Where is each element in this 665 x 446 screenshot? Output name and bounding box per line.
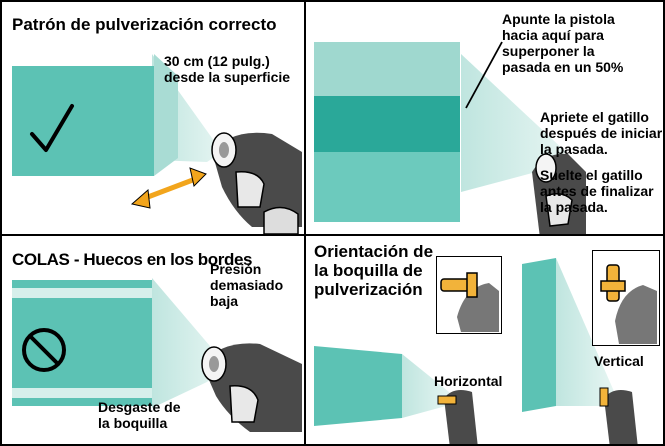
vertical-tip-icon <box>600 264 657 344</box>
trigger-end-line-2: antes de finalizar <box>540 183 654 199</box>
pressure-line-2: demasiado <box>210 277 284 293</box>
trigger-end-line-3: la pasada. <box>540 199 608 215</box>
panel-orientation: Orientación de la boquilla de pulverizac… <box>304 234 665 446</box>
panel-title: COLAS - Huecos en los bordes <box>12 250 253 269</box>
aim-line-2: hacia aquí para <box>502 27 604 43</box>
trigger-start-line-2: después de iniciar <box>540 125 663 141</box>
spray-gun-icon <box>532 153 586 234</box>
aim-line-3: superponer la <box>502 43 595 59</box>
pressure-line-3: baja <box>210 293 239 309</box>
vertical-label: Vertical <box>594 353 644 369</box>
orientation-title-line-3: pulverización <box>314 280 423 299</box>
trigger-start-line-1: Apriete el gatillo <box>540 109 649 125</box>
tails-illustration <box>12 278 302 432</box>
correct-pattern-illustration <box>12 54 302 234</box>
trigger-start-line-3: la pasada. <box>540 141 608 157</box>
panel-correct-pattern: Patrón de pulverización correcto 30 cm (… <box>0 0 306 236</box>
orientation-title-line-1: Orientación de <box>314 242 434 261</box>
overlap-illustration <box>314 41 586 234</box>
horizontal-label: Horizontal <box>434 373 503 389</box>
distance-line-2: desde la superficie <box>164 69 291 85</box>
spray-pattern <box>12 280 152 406</box>
orientation-illustration <box>314 258 638 444</box>
spray-pattern <box>12 66 154 176</box>
panel-tails: COLAS - Huecos en los bordes Presión dem… <box>0 234 306 446</box>
spray-gun-icon-vertical <box>599 387 638 444</box>
aim-line-1: Apunte la pistola <box>502 11 615 27</box>
aim-line-4: pasada en un 50% <box>502 59 624 75</box>
vertical-spray-mist <box>556 258 616 406</box>
spray-pattern-lower <box>314 152 460 222</box>
trigger-end-line-1: Suelte el gatillo <box>540 167 643 183</box>
check-icon <box>30 104 74 152</box>
tail-gap-bottom <box>12 388 152 398</box>
pointer-line <box>465 41 503 109</box>
distance-line-1: 30 cm (12 pulg.) <box>164 53 270 69</box>
overlap-band <box>314 96 460 152</box>
orientation-title-line-2: la boquilla de <box>314 261 423 280</box>
horizontal-tip-icon <box>440 272 499 332</box>
panel-overlap: Apunte la pistola hacia aquí para superp… <box>304 0 665 236</box>
spray-gun-icon <box>201 343 302 432</box>
double-arrow-icon <box>130 167 207 209</box>
panel-title: Patrón de pulverización correcto <box>12 15 277 34</box>
pressure-line-1: Presión <box>210 261 262 277</box>
spray-gun-icon <box>211 132 302 234</box>
tail-gap-top <box>12 288 152 298</box>
horizontal-tip-inset <box>436 256 502 334</box>
spray-gun-icon-horizontal <box>437 390 478 444</box>
wear-line-1: Desgaste de <box>98 399 181 415</box>
wear-line-2: la boquilla <box>98 415 168 431</box>
horizontal-spray-pattern <box>314 346 402 426</box>
vertical-tip-inset <box>592 250 660 346</box>
vertical-spray-pattern <box>522 258 556 412</box>
prohibited-icon <box>22 328 66 372</box>
